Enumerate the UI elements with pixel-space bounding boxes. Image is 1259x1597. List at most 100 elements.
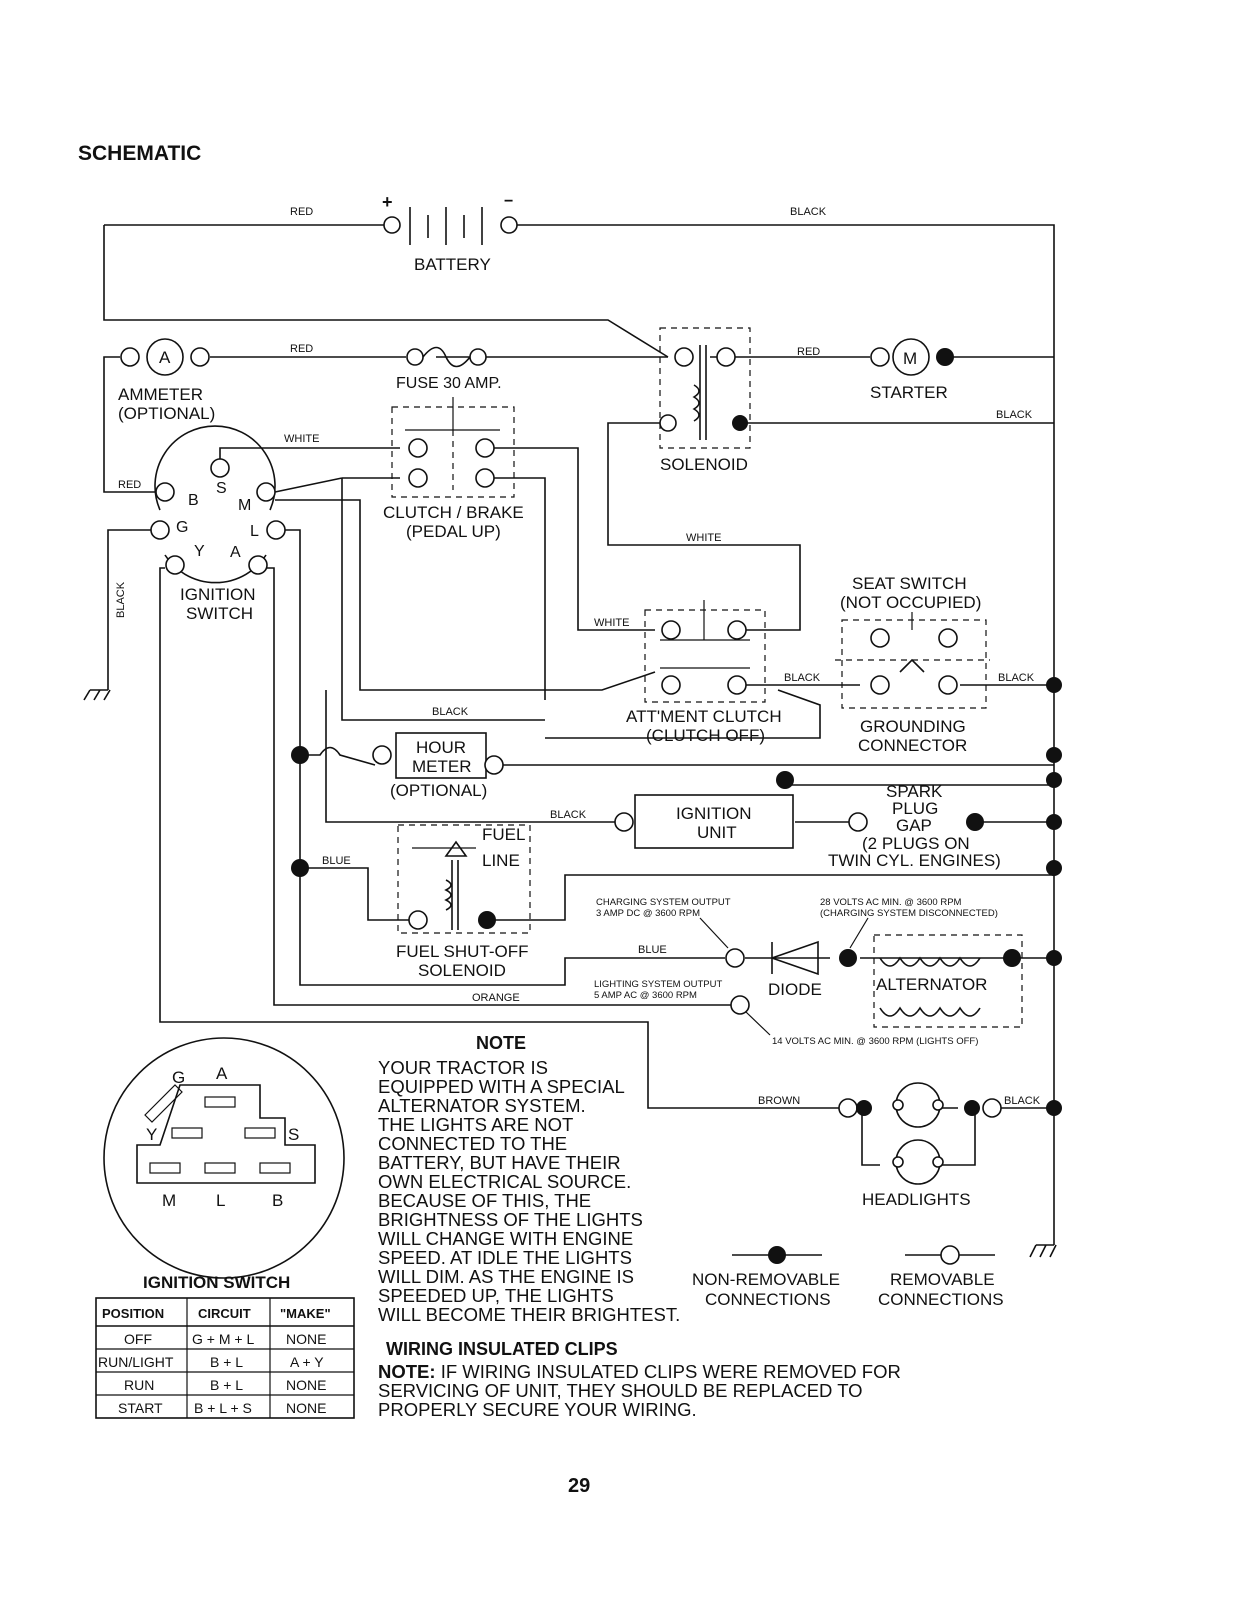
ign-terminal-g: G — [176, 519, 188, 536]
wire-label-brown: BROWN — [758, 1095, 800, 1107]
clutch-brake-label: CLUTCH / BRAKE(PEDAL UP) — [383, 503, 524, 541]
wiring-clips-note: WIRING INSULATED CLIPS NOTE: IF WIRING I… — [378, 1339, 906, 1420]
fuse-label: FUSE 30 AMP. — [396, 375, 502, 392]
wire-label-black-seat: BLACK — [998, 672, 1035, 684]
wire-label-white-left: WHITE — [284, 433, 319, 445]
diode-label: DIODE — [768, 980, 822, 999]
wire-label-red-ign: RED — [118, 479, 141, 491]
wire-labels: RED BLACK RED RED BLACK WHITE RED BLACK … — [115, 206, 1041, 1107]
table-header-circuit: CIRCUIT — [198, 1306, 251, 1321]
wire-label-white-solenoid: WHITE — [686, 532, 721, 544]
wire-label-blue-diode: BLUE — [638, 944, 667, 956]
ign-terminal-a: A — [230, 544, 241, 561]
clips-body: NOTE: IF WIRING INSULATED CLIPS WERE REM… — [378, 1361, 906, 1420]
seat-switch-label: SEAT SWITCH(NOT OCCUPIED) — [840, 574, 981, 612]
svg-text:G + M + L: G + M + L — [192, 1331, 254, 1347]
wire-label-black-attach: BLACK — [784, 672, 821, 684]
wire-label-black-ign-unit: BLACK — [550, 809, 587, 821]
svg-text:A + Y: A + Y — [290, 1354, 324, 1370]
wire-label-white-attach: WHITE — [594, 617, 629, 629]
fuse: FUSE 30 AMP. — [396, 346, 502, 392]
svg-text:OFF: OFF — [124, 1331, 152, 1347]
switch-face-s: S — [288, 1125, 299, 1144]
svg-text:NONE: NONE — [286, 1400, 326, 1416]
switch-face-b: B — [272, 1191, 283, 1210]
starter-motor: M STARTER — [870, 338, 954, 402]
battery-label: BATTERY — [414, 255, 491, 274]
wire-label-black-starter: BLACK — [996, 409, 1033, 421]
svg-text:START: START — [118, 1400, 163, 1416]
switch-face-a: A — [216, 1064, 228, 1083]
table-row: START B + L + S NONE — [118, 1400, 326, 1416]
wire-label-black-vertical: BLACK — [115, 581, 127, 618]
table-header-make: "MAKE" — [280, 1306, 331, 1321]
ignition-table-title: IGNITION SWITCH — [143, 1273, 290, 1292]
lights-off-volts-label: 14 VOLTS AC MIN. @ 3600 RPM (LIGHTS OFF) — [772, 1036, 978, 1047]
seat-switch: SEAT SWITCH(NOT OCCUPIED) — [835, 574, 1062, 709]
starter-label: STARTER — [870, 383, 948, 402]
ign-terminal-y: Y — [194, 543, 205, 560]
svg-text:B + L + S: B + L + S — [194, 1400, 252, 1416]
svg-text:B + L: B + L — [210, 1377, 243, 1393]
page-title: SCHEMATIC — [78, 142, 201, 165]
ign-terminal-b: B — [188, 492, 199, 509]
wire-label-black-hour: BLACK — [432, 706, 469, 718]
alternator-label: ALTERNATOR — [876, 975, 987, 994]
table-row: RUN/LIGHT B + L A + Y — [98, 1354, 324, 1370]
starter-symbol: M — [903, 349, 917, 368]
note-paragraph: NOTE YOUR TRACTOR IS EQUIPPED WITH A SPE… — [378, 1033, 680, 1325]
hour-meter-optional: (OPTIONAL) — [390, 781, 487, 800]
svg-text:RUN: RUN — [124, 1377, 154, 1393]
switch-face-l: L — [216, 1191, 225, 1210]
ammeter: A AMMETER(OPTIONAL) — [118, 338, 215, 423]
ign-terminal-m: M — [238, 497, 251, 514]
svg-text:NONE: NONE — [286, 1331, 326, 1347]
ignition-switch-face: G A Y S M L B — [103, 1037, 345, 1279]
note-heading: NOTE — [476, 1033, 526, 1053]
battery-plus: + — [382, 192, 393, 212]
svg-text:B + L: B + L — [210, 1354, 243, 1370]
wire-label-red-top: RED — [290, 206, 313, 218]
wire-label-orange: ORANGE — [472, 992, 520, 1004]
starter-solenoid: SOLENOID — [659, 327, 751, 474]
headlights: HEADLIGHTS — [838, 1082, 1062, 1209]
svg-text:RUN/LIGHT: RUN/LIGHT — [98, 1354, 174, 1370]
wire-label-blue-fuel: BLUE — [322, 855, 351, 867]
switch-face-m: M — [162, 1191, 176, 1210]
charging-disconnected-label: 28 VOLTS AC MIN. @ 3600 RPM(CHARGING SYS… — [820, 897, 998, 919]
ammeter-label: AMMETER(OPTIONAL) — [118, 385, 215, 423]
battery-minus: − — [504, 193, 513, 210]
svg-text:NONE: NONE — [286, 1377, 326, 1393]
ign-terminal-s: S — [216, 480, 227, 497]
clips-heading: WIRING INSULATED CLIPS — [386, 1339, 618, 1359]
solenoid-label: SOLENOID — [660, 455, 748, 474]
table-row: RUN B + L NONE — [124, 1377, 326, 1393]
table-row: OFF G + M + L NONE — [124, 1331, 326, 1347]
clutch-brake-switch: CLUTCH / BRAKE(PEDAL UP) — [383, 397, 524, 541]
headlights-label: HEADLIGHTS — [862, 1190, 971, 1209]
page-number: 29 — [568, 1475, 590, 1497]
battery: + − BATTERY — [382, 192, 518, 274]
switch-face-g: G — [172, 1068, 185, 1087]
attachment-clutch-switch: ATT'MENT CLUTCH(CLUTCH OFF) — [626, 600, 782, 745]
wire-label-red-ammeter: RED — [290, 343, 313, 355]
ignition-switch-table: IGNITION SWITCH POSITION CIRCUIT "MAKE" … — [95, 1273, 355, 1419]
